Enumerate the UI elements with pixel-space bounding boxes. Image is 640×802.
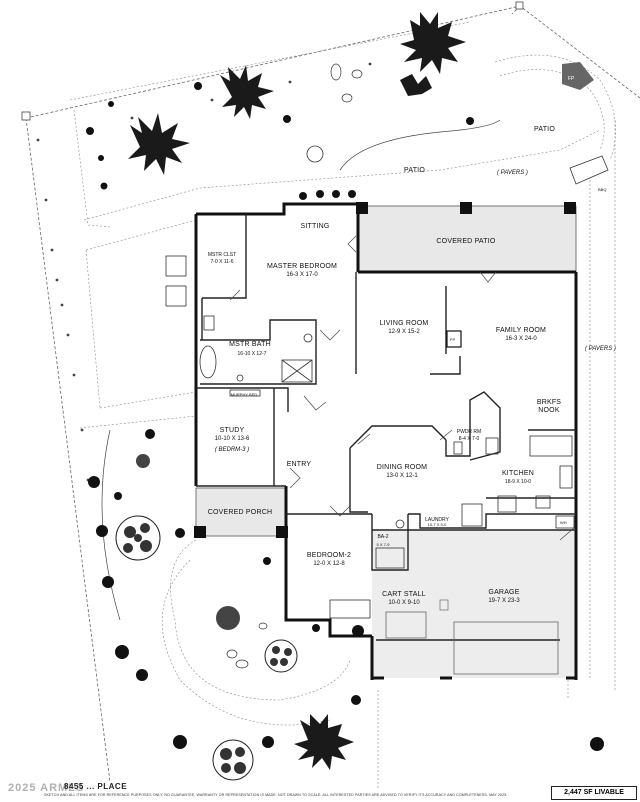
room-living-room-dim: 12-9 X 15-2 — [388, 329, 420, 335]
room-master-bedroom: MASTER BEDROOM — [267, 263, 337, 270]
room-study-note: ( BEDRM-3 ) — [215, 447, 249, 453]
room-kitchen: KITCHEN — [502, 470, 534, 477]
room-garage-dim: 19-7 X 23-3 — [488, 598, 520, 604]
car-stall-icon — [439, 599, 449, 611]
room-study-dim: 10-10 X 13-6 — [215, 436, 250, 442]
room-pwdr-rm-dim: 8-4 X 7-0 — [459, 436, 480, 442]
svg-text:FP: FP — [450, 337, 455, 342]
shrub-icon — [115, 515, 161, 561]
tree-icon — [294, 714, 354, 770]
room-laundry-dim: 10-7 X 5-0 — [428, 522, 447, 527]
murphy-bed-label: MURPHY BED — [231, 392, 258, 397]
room-mstr-clst-dim: 7-0 X 11-6 — [211, 259, 234, 265]
bbq-grill-icon: BBQ — [569, 155, 609, 192]
room-family-room-dim: 16-3 X 24-0 — [505, 336, 537, 342]
room-mstr-clst: MSTR CLST — [208, 252, 236, 258]
room-bedroom-2-dim: 12-0 X 12-8 — [313, 561, 345, 567]
room-mstr-bath: MSTR BATH — [229, 341, 271, 348]
tree-icon — [400, 12, 466, 96]
room-mstr-bath-dim: 16-10 X 12-7 — [238, 351, 267, 357]
tree-icon — [128, 113, 190, 175]
room-brkfs: BRKFS — [537, 399, 561, 406]
pavers-label-east: ( PAVERS ) — [585, 346, 616, 352]
water-heater-label: WH — [560, 520, 567, 525]
svg-text:FP: FP — [568, 76, 575, 82]
room-cart-stall-dim: 10-0 X 9-10 — [388, 600, 420, 606]
room-covered-patio: COVERED PATIO — [436, 238, 495, 245]
room-family-room: FAMILY ROOM — [496, 327, 546, 334]
patio-label-east: PATIO — [534, 126, 555, 133]
yard-stones — [226, 63, 363, 669]
shrub-icon — [264, 639, 298, 673]
interior-walls — [196, 214, 576, 641]
room-brkfs-nook: NOOK — [538, 407, 560, 414]
exterior-walls — [194, 202, 578, 680]
room-dining-room: DINING ROOM — [377, 464, 427, 471]
door-swings — [229, 235, 575, 541]
disclaimer-text: SKETCH AND ALL ITEMS ARE FOR REFERENCE P… — [44, 793, 508, 797]
svg-text:BBQ: BBQ — [598, 187, 606, 192]
room-ba-2-dim: 5 X 7-9 — [377, 542, 391, 547]
room-master-bedroom-dim: 16-3 X 17-0 — [286, 272, 318, 278]
fireplace-icon: FP — [446, 330, 462, 348]
room-ba-2: BA-2 — [377, 534, 388, 540]
fixtures — [199, 315, 575, 675]
watermark: 2025 ARMLS — [8, 782, 85, 794]
room-dining-room-dim: 13-0 X 12-1 — [386, 473, 418, 479]
shrub-dots — [86, 82, 604, 751]
room-kitchen-dim: 18-9 X 10-0 — [505, 479, 531, 485]
livable-area-badge: 2,447 SF LIVABLE — [551, 786, 637, 800]
covered-patio-area — [356, 202, 577, 273]
planter-boxes — [165, 255, 187, 307]
lot-boundary — [21, 1, 640, 790]
pavers-label: ( PAVERS ) — [497, 170, 528, 176]
footer: 2025 ARMLS 8455 ... PLACE SKETCH AND ALL… — [4, 782, 544, 797]
room-garage: GARAGE — [488, 589, 519, 596]
patio-label: PATIO — [404, 167, 425, 174]
room-pwdr-rm: PWDR RM — [457, 429, 481, 435]
room-living-room: LIVING ROOM — [380, 320, 429, 327]
shrub-icon — [212, 739, 254, 781]
fireplace-icon: FP — [562, 62, 594, 90]
tree-icon — [220, 65, 274, 119]
address-label: 8455 ... PLACE — [64, 782, 128, 791]
room-entry: ENTRY — [287, 461, 312, 468]
garage-floor — [372, 530, 576, 678]
room-cart-stall: CART STALL — [382, 591, 426, 598]
room-bedroom-2: BEDROOM-2 — [307, 552, 351, 559]
room-sitting: SITTING — [300, 223, 329, 230]
room-covered-porch: COVERED PORCH — [208, 509, 272, 516]
room-study: STUDY — [220, 427, 245, 434]
room-laundry: LAUNDRY — [425, 517, 449, 523]
shrub-icon — [136, 145, 324, 630]
